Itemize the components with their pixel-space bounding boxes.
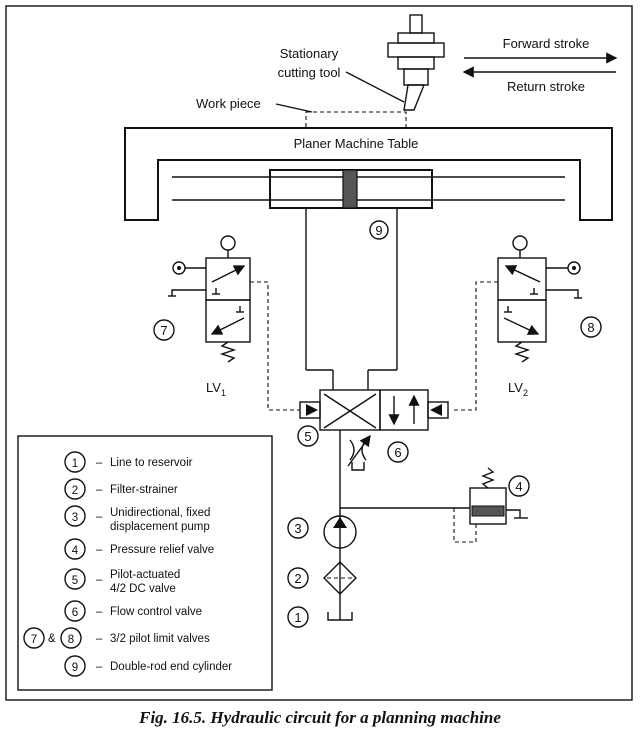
legend-num-5: 5 bbox=[72, 575, 78, 587]
pressure-relief-valve bbox=[453, 467, 528, 543]
callout-2: 2 bbox=[294, 571, 301, 586]
lv2-label: LV2 bbox=[508, 380, 528, 398]
callout-7: 7 bbox=[160, 323, 167, 338]
work-piece bbox=[305, 111, 407, 129]
legend-text-9: Double-rod end cylinder bbox=[110, 661, 232, 673]
callout-4: 4 bbox=[515, 479, 522, 494]
legend-text-3a: Unidirectional, fixed bbox=[110, 507, 210, 519]
legend-dash-6: – bbox=[96, 606, 103, 618]
legend-dash-5: – bbox=[96, 574, 103, 586]
figure-caption: Fig. 16.5. Hydraulic circuit for a plann… bbox=[139, 708, 501, 727]
callout-9: 9 bbox=[375, 223, 382, 238]
legend-dash-3: – bbox=[96, 511, 103, 523]
callout-5: 5 bbox=[304, 429, 311, 444]
legend-box bbox=[17, 435, 273, 691]
legend-text-6: Flow control valve bbox=[110, 606, 202, 618]
callout-5-circle bbox=[297, 425, 319, 447]
callout-1: 1 bbox=[294, 610, 301, 625]
callout-3-circle bbox=[287, 517, 309, 539]
pilot-line-lv2 bbox=[452, 281, 498, 411]
legend-dash-9: – bbox=[96, 661, 103, 673]
planer-machine-table bbox=[124, 127, 613, 221]
work-piece-label: Work piece bbox=[196, 96, 261, 111]
tool-leader-line bbox=[345, 71, 405, 103]
callout-2-circle bbox=[287, 567, 309, 589]
legend-text-4: Pressure relief valve bbox=[110, 544, 214, 556]
legend-num-7: 7 bbox=[31, 634, 37, 646]
legend-dash-7: – bbox=[96, 633, 103, 645]
stationary-cutting-tool bbox=[387, 14, 445, 111]
pump bbox=[323, 515, 357, 549]
legend-text-2: Filter-strainer bbox=[110, 484, 178, 496]
legend-num-2: 2 bbox=[72, 485, 78, 497]
legend-text-5b: 4/2 DC valve bbox=[110, 583, 176, 595]
legend-text-7: 3/2 pilot limit valves bbox=[110, 633, 210, 645]
callout-3: 3 bbox=[294, 521, 301, 536]
legend-dash-4: – bbox=[96, 544, 103, 556]
limit-valve-lv2 bbox=[497, 235, 582, 363]
stationary-tool-label-1: Stationary bbox=[280, 46, 339, 61]
dc-valve-4-2 bbox=[299, 389, 449, 431]
legend-text-3b: displacement pump bbox=[110, 521, 210, 533]
planer-table-label: Planer Machine Table bbox=[294, 136, 419, 151]
callout-6-circle bbox=[387, 441, 409, 463]
callout-1-circle bbox=[287, 606, 309, 628]
legend-text-5a: Pilot-actuated bbox=[110, 569, 180, 581]
limit-valve-lv1 bbox=[168, 235, 251, 363]
forward-stroke-label: Forward stroke bbox=[503, 36, 590, 51]
callout-8: 8 bbox=[587, 320, 594, 335]
legend-num-6: 6 bbox=[72, 607, 78, 619]
return-stroke-label: Return stroke bbox=[507, 79, 585, 94]
figure-border bbox=[5, 5, 633, 701]
legend-num-3: 3 bbox=[72, 512, 78, 524]
callout-4-circle bbox=[508, 475, 530, 497]
legend-text-1: Line to reservoir bbox=[110, 457, 193, 469]
callout-6: 6 bbox=[394, 445, 401, 460]
legend-dash-1: – bbox=[96, 457, 103, 469]
filter-strainer bbox=[323, 561, 357, 595]
legend-dash-2: – bbox=[96, 484, 103, 496]
double-rod-cylinder bbox=[172, 169, 565, 209]
legend-num-4: 4 bbox=[72, 545, 79, 557]
callout-9-circle bbox=[369, 220, 389, 240]
work-piece-leader bbox=[275, 103, 313, 113]
legend-amp: & bbox=[48, 633, 56, 645]
legend-num-9: 9 bbox=[72, 662, 78, 674]
callout-8-circle bbox=[580, 316, 602, 338]
callout-7-circle bbox=[153, 319, 175, 341]
pilot-line-lv1 bbox=[250, 281, 300, 411]
legend-num-8: 8 bbox=[68, 634, 74, 646]
stationary-tool-label-2: cutting tool bbox=[278, 65, 341, 80]
legend-num-1: 1 bbox=[72, 458, 78, 470]
lv1-label: LV1 bbox=[206, 380, 226, 398]
reservoir-tank bbox=[327, 612, 353, 621]
legend: 1 – Line to reservoir 2 – Filter-straine… bbox=[17, 435, 273, 691]
